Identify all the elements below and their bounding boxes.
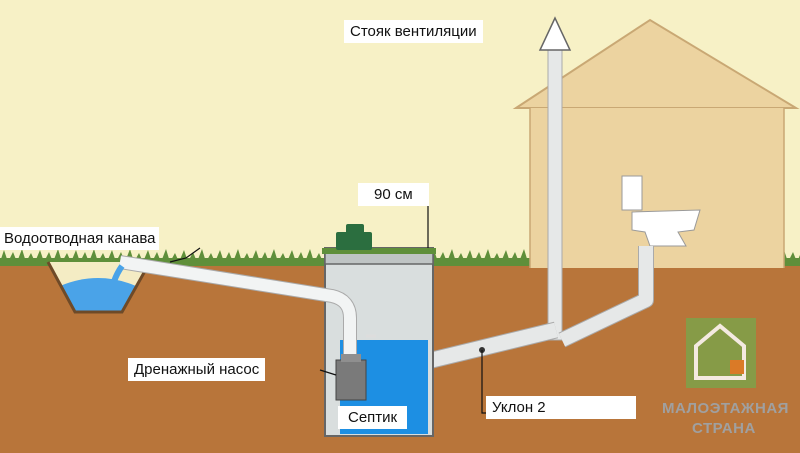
slope-label: Уклон 2 — [486, 396, 636, 419]
vent-stack-label: Стояк вентиляции — [344, 20, 483, 43]
septic-tank — [322, 247, 436, 437]
watermark-line1: МАЛОЭТАЖНАЯ — [662, 400, 789, 417]
outlet-pipe — [107, 255, 357, 362]
height-label: 90 см — [358, 183, 429, 206]
watermark-line2: СТРАНА — [692, 420, 756, 437]
vent-stack — [538, 16, 572, 341]
toilet — [621, 175, 701, 247]
drainage-ditch — [46, 261, 152, 314]
drainage-pump — [335, 334, 376, 401]
septic-label: Септик — [338, 406, 408, 429]
toilet-drain-pipe — [558, 246, 654, 348]
septic-lid — [336, 224, 372, 250]
drainage-pump-label: Дренажный насос — [128, 358, 266, 381]
drainage-ditch-label: Водоотводная канава — [0, 227, 160, 250]
watermark-logo — [686, 318, 756, 388]
house — [512, 18, 800, 268]
